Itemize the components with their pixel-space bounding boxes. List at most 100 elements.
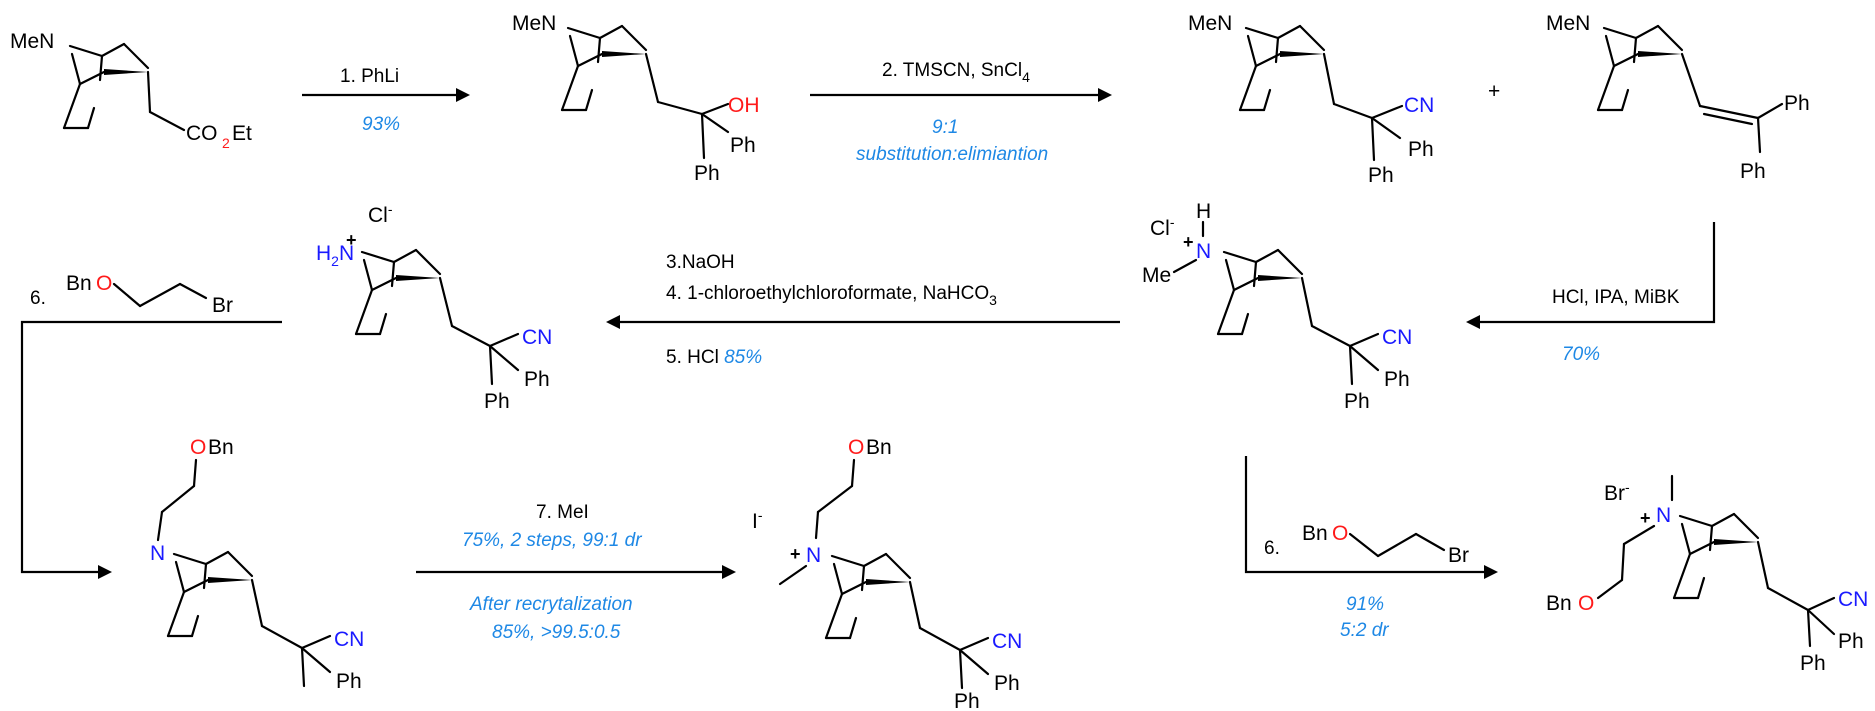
s1-ester-tail: Et (232, 122, 252, 145)
step6a-bn: Bn (66, 272, 92, 295)
s4-ph1: Ph (1784, 92, 1810, 115)
svg-text:H2N: H2N (316, 242, 354, 269)
step5-reagent: 5. HCl (666, 347, 719, 368)
step7-yield: 75%, 2 steps, 99:1 dr (462, 530, 642, 551)
s6-cn: CN (522, 326, 552, 349)
s6-cl-charge: - (388, 201, 393, 217)
s9-plus: + (1640, 508, 1651, 528)
arrow-step-6b: 6. Bn O Br 91% 5:2 dr (1244, 456, 1498, 641)
s6-cl: Cl (368, 204, 388, 227)
step7-note2: 85%, >99.5:0.5 (492, 622, 621, 643)
s7-cn: CN (334, 628, 364, 651)
s3-men: MeN (1188, 12, 1232, 35)
svg-text:4. 1-chloroethylchloroformate,: 4. 1-chloroethylchloroformate, NaHCO3 (666, 283, 997, 308)
svg-text:I-: I- (752, 507, 763, 533)
s6-h2: H (316, 242, 331, 265)
s4-men: MeN (1546, 12, 1590, 35)
s9-bn: Bn (1546, 592, 1572, 615)
s6-ph1: Ph (524, 368, 550, 391)
s8-i-charge: - (758, 507, 763, 523)
step2-ratio: 9:1 (932, 117, 958, 138)
arrow-step-hcl: HCl, IPA, MiBK 70% (1466, 222, 1716, 365)
step1-reagent: 1. PhLi (340, 66, 399, 87)
s5-h: H (1196, 200, 1211, 223)
s7-ph: Ph (336, 670, 362, 693)
arrow-step-6a: 6. Bn O Br (20, 272, 282, 579)
s1-me: MeN (10, 30, 54, 53)
step6b-o: O (1332, 522, 1348, 545)
s5-cn: CN (1382, 326, 1412, 349)
s6-ph2: Ph (484, 390, 510, 413)
structure-7-tertiary-amine: O Bn N CN Ph (150, 436, 364, 693)
step1-yield: 93% (362, 114, 400, 135)
structure-5-ammonium-chloride: Cl- H + N Me CN Ph Ph (1142, 200, 1412, 413)
structure-6-secondary-amine: Cl- + H2N CN Ph Ph (316, 201, 552, 413)
svg-text:CO: CO (186, 122, 218, 145)
step2-reagent-sub: 4 (1022, 69, 1030, 85)
step6b-br: Br (1448, 544, 1469, 567)
step-hcl-reagent: HCl, IPA, MiBK (1552, 287, 1680, 308)
s1-ester-c: CO (186, 122, 218, 145)
s5-cl: Cl (1150, 217, 1170, 240)
s2-ph2: Ph (694, 162, 720, 185)
step4-reagent-sub: 3 (989, 292, 997, 308)
svg-text:5. HCl 85%: 5. HCl 85% (666, 347, 762, 368)
plus-sign: + (1488, 80, 1500, 103)
s5-plus: + (1183, 232, 1194, 252)
s3-cn: CN (1404, 94, 1434, 117)
svg-text:2. TMSCN, SnCl4: 2. TMSCN, SnCl4 (882, 60, 1030, 85)
s4-ph2: Ph (1740, 160, 1766, 183)
arrow-steps-3-5: 3.NaOH 4. 1-chloroethylchloroformate, Na… (606, 252, 1120, 368)
s3-ph1: Ph (1408, 138, 1434, 161)
s7-bn: Bn (208, 436, 234, 459)
s8-ph1: Ph (994, 672, 1020, 695)
s8-o: O (848, 436, 864, 459)
s5-ph2: Ph (1344, 390, 1370, 413)
s5-cl-charge: - (1170, 214, 1175, 230)
s9-n: N (1656, 504, 1671, 527)
arrow-step-2: 2. TMSCN, SnCl4 9:1 substitution:elimian… (810, 60, 1112, 165)
step6a-num: 6. (30, 288, 46, 309)
s8-plus: + (790, 544, 801, 564)
s9-ph1: Ph (1838, 630, 1864, 653)
step-hcl-yield: 70% (1562, 344, 1600, 365)
step6b-yield: 91% (1346, 594, 1384, 615)
s8-ph2: Ph (954, 690, 980, 711)
s6-plus: + (346, 230, 357, 250)
s9-cn: CN (1838, 588, 1868, 611)
structure-4-alkene: MeN Ph Ph (1546, 12, 1810, 183)
structure-1-ester: MeN CO 2 Et (10, 30, 252, 151)
s2-men: MeN (512, 12, 556, 35)
step6b-num: 6. (1264, 538, 1280, 559)
step6b-bn: Bn (1302, 522, 1328, 545)
step2-reagent: 2. TMSCN, SnCl (882, 60, 1022, 81)
s8-n: N (806, 544, 821, 567)
s9-br: Br (1604, 482, 1625, 505)
s9-br-charge: - (1625, 479, 1630, 495)
s8-bn: Bn (866, 436, 892, 459)
s9-o: O (1578, 592, 1594, 615)
step5-yield: 85% (724, 347, 762, 368)
step6b-dr: 5:2 dr (1340, 620, 1389, 641)
s3-ph2: Ph (1368, 164, 1394, 187)
structure-2-alcohol: MeN OH Ph Ph (512, 12, 760, 185)
structure-8-ammonium-iodide: I- O Bn + N CN Ph Ph (752, 436, 1022, 711)
s8-i: I (752, 510, 758, 533)
s7-n: N (150, 542, 165, 565)
s2-ph1: Ph (730, 134, 756, 157)
arrow-step-7: 7. MeI 75%, 2 steps, 99:1 dr After recry… (416, 502, 736, 643)
svg-text:Cl-: Cl- (1150, 214, 1175, 240)
s6-n: N (339, 242, 354, 265)
s5-ph1: Ph (1384, 368, 1410, 391)
step4-reagent: 4. 1-chloroethylchloroformate, NaHCO (666, 283, 989, 304)
s5-me: Me (1142, 264, 1171, 287)
s1-ester-sub: 2 (222, 135, 230, 151)
step7-reagent: 7. MeI (536, 502, 589, 523)
structure-3-nitrile: MeN CN Ph Ph (1188, 12, 1434, 187)
structure-9-ammonium-bromide: Br- + N Bn O CN Ph Ph (1546, 474, 1868, 675)
svg-text:Cl-: Cl- (368, 201, 393, 227)
step2-note: substitution:elimiantion (856, 144, 1048, 165)
svg-text:MeN: MeN (10, 30, 54, 53)
step6a-br: Br (212, 294, 233, 317)
